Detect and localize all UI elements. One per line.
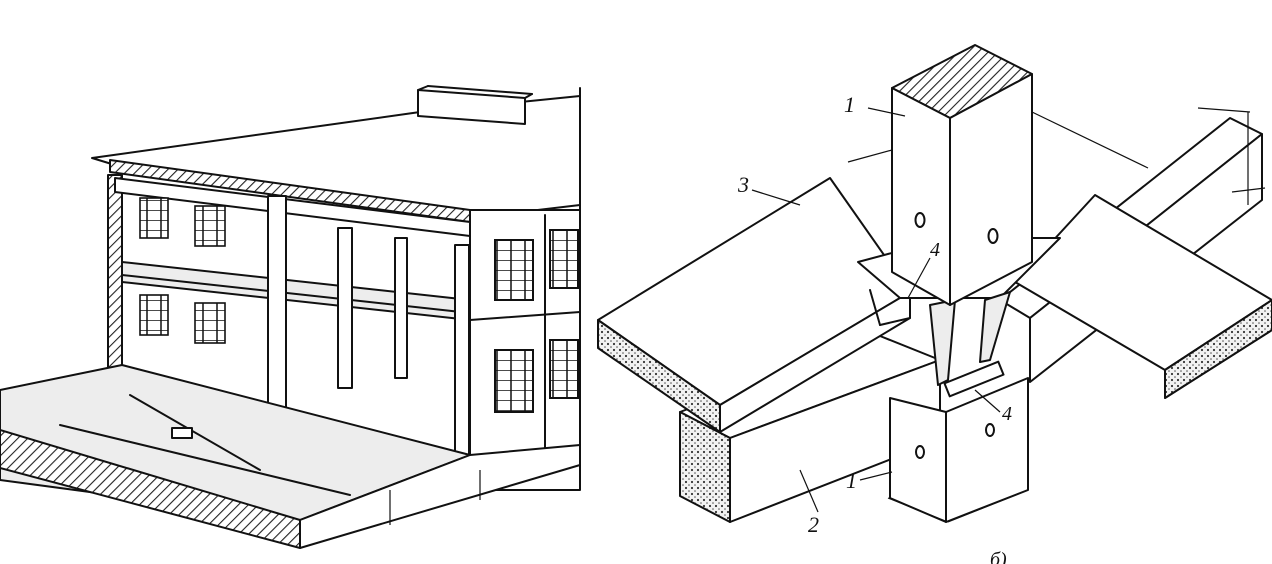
- interior-window: [194, 205, 226, 247]
- slab-connector: [171, 427, 193, 439]
- label-3: 3: [737, 172, 749, 197]
- label-1-top: 1: [844, 92, 855, 117]
- facade-window: [549, 229, 579, 289]
- floor-panel-left-end: [597, 319, 721, 433]
- upper-column-right: [949, 73, 1033, 306]
- column: [394, 237, 408, 379]
- column: [337, 227, 353, 389]
- building-frame-cutaway: [0, 85, 581, 549]
- interior-window: [139, 294, 169, 336]
- upper-column-left: [891, 87, 951, 306]
- weld-plate: [943, 360, 1005, 398]
- roof-vent: [417, 89, 526, 125]
- corbel-right: [979, 291, 1011, 363]
- facade-window: [494, 239, 534, 301]
- upper-floor-slab: [121, 261, 471, 321]
- lower-column-left: [889, 397, 947, 523]
- foundation-side: [299, 444, 581, 549]
- label-4-lower: 4: [1002, 403, 1012, 425]
- beam-left-end: [679, 411, 731, 523]
- caption-fragment: б): [990, 549, 1007, 564]
- floor-panel-right-top: [1014, 194, 1272, 371]
- column-beam-joint-detail: [597, 44, 1272, 523]
- lower-column-right: [945, 377, 1029, 523]
- interior-window: [139, 197, 169, 239]
- roof-beam: [114, 177, 471, 237]
- interior-window: [194, 302, 226, 344]
- column: [454, 244, 470, 466]
- label-1-bottom: 1: [846, 468, 857, 493]
- floor-panel-right-end: [1164, 299, 1272, 399]
- label-2: 2: [808, 512, 819, 537]
- facade-window: [494, 349, 534, 413]
- facade-window: [549, 339, 579, 399]
- column: [267, 195, 287, 412]
- label-4-upper: 4: [930, 239, 940, 261]
